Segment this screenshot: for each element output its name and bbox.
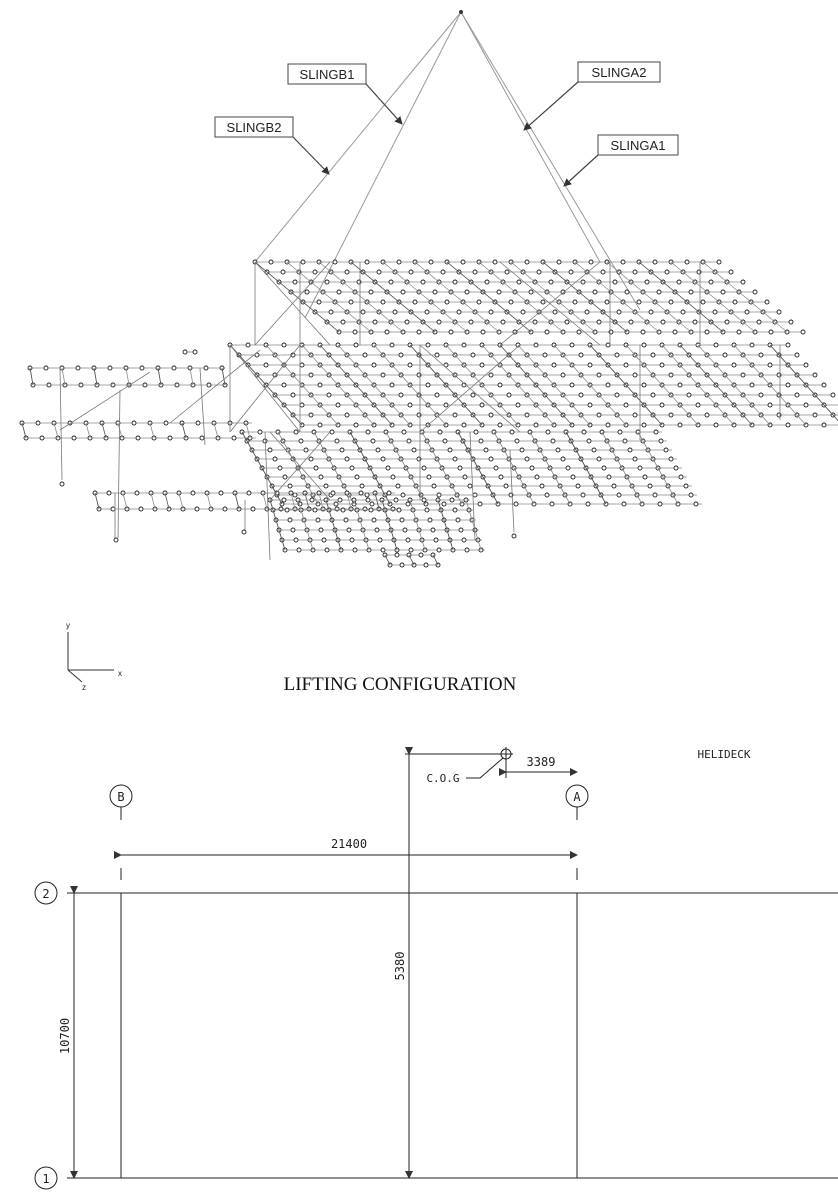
cog-leader: [466, 757, 504, 779]
sling-lines: [254, 11, 641, 319]
sling-b2-callout: SLINGB2: [214, 116, 330, 175]
axis-z-label: z: [82, 683, 86, 692]
grid-b-label: B: [117, 790, 124, 804]
axis-triad: [67, 632, 114, 683]
sling-a1-callout: SLINGA1: [563, 134, 679, 187]
sling-b1-callout: SLINGB1: [287, 63, 403, 125]
sling-a2-label: SLINGA2: [592, 65, 647, 80]
cog-label: C.O.G: [426, 772, 459, 785]
dimension-1-2-value: 10700: [58, 1018, 72, 1054]
structure-wireframe: [19, 259, 838, 568]
dimension-b-a-value: 21400: [331, 837, 367, 851]
sling-b2-label: SLINGB2: [227, 120, 282, 135]
lifting-configuration-view: SLINGB1 SLINGA2 SLINGB2 SLINGA1 y x z LI…: [19, 10, 838, 695]
grid-bubble-2: [34, 881, 58, 905]
sling-a2-callout: SLINGA2: [523, 61, 661, 131]
lifting-configuration-caption: LIFTING CONFIGURATION: [284, 674, 517, 695]
sling-a1-label: SLINGA1: [611, 138, 666, 153]
axis-y-label: y: [66, 621, 70, 630]
hook-point: [459, 10, 463, 14]
helideck-label: HELIDECK: [698, 748, 751, 761]
dimension-cog-x-value: 3389: [527, 755, 556, 769]
grid-a-label: A: [573, 790, 581, 804]
dimension-cog-y-value: 5380: [393, 952, 407, 981]
cog-symbol-icon: [499, 747, 513, 761]
grid-bubble-1: [34, 1166, 58, 1190]
sling-b1-label: SLINGB1: [300, 67, 355, 82]
plan-view: [34, 747, 838, 1190]
axis-x-label: x: [118, 669, 122, 678]
grid-1-label: 1: [42, 1172, 49, 1186]
grid-2-label: 2: [42, 887, 49, 901]
